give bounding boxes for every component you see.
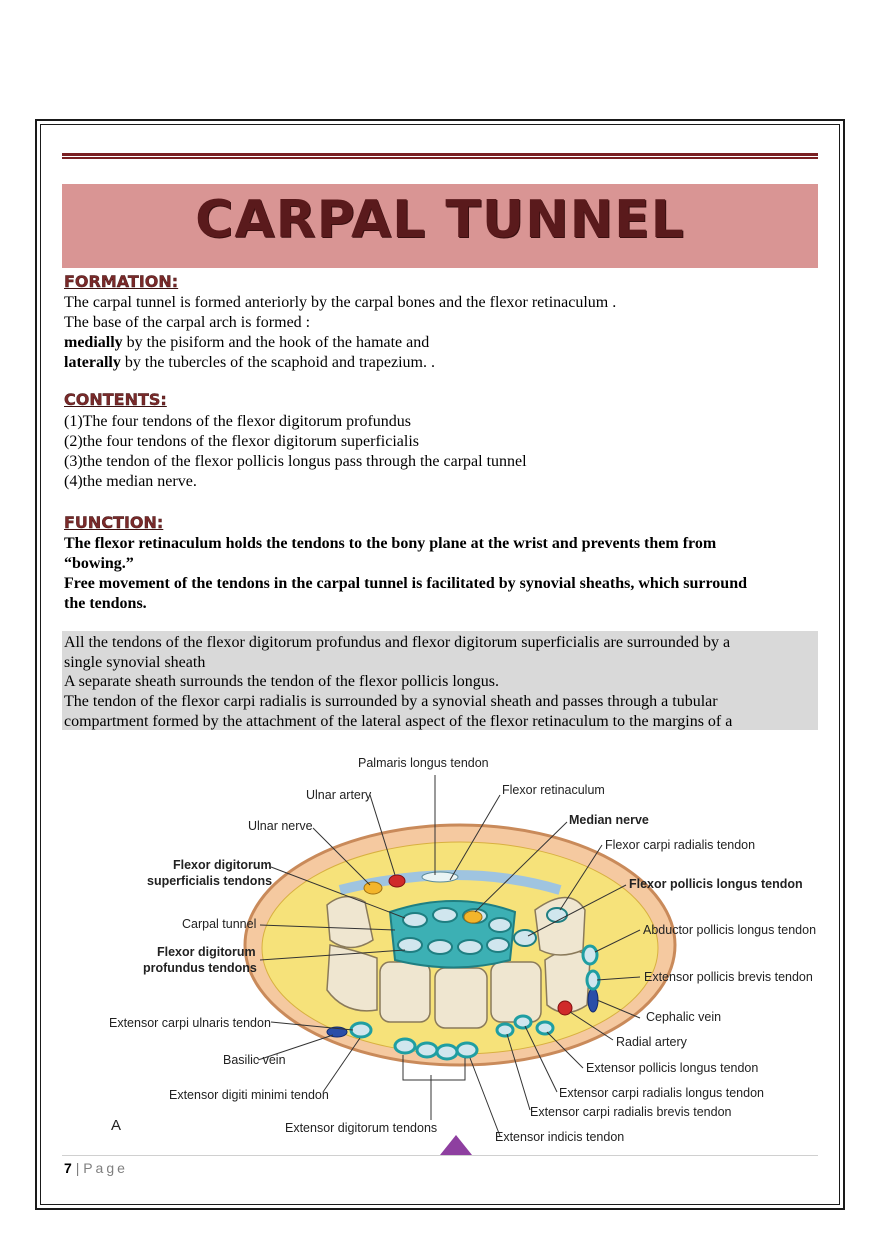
function-bold-line: Free movement of the tendons in the carp… [64, 575, 747, 592]
function-bold-line: “bowing.” [64, 555, 134, 572]
label-flexor-retinaculum: Flexor retinaculum [502, 783, 605, 797]
label-fds-1: Flexor digitorum [173, 858, 272, 872]
carpal-bone [379, 961, 431, 1023]
tendon [455, 1041, 479, 1059]
page-title: CARPAL TUNNEL [195, 190, 685, 250]
carpal-bones [326, 896, 591, 1029]
label-epb: Extensor pollicis brevis tendon [644, 970, 813, 984]
carpal-tunnel-diagram: Palmaris longus tendon Ulnar artery Flex… [109, 756, 816, 1144]
sheath-line: The tendon of the flexor carpi radialis … [64, 693, 718, 710]
sheath-line: All the tendons of the flexor digitorum … [64, 634, 731, 651]
tendon [349, 1021, 373, 1039]
medially-term: medially [64, 334, 123, 351]
label-fds-2: superficialis tendons [147, 874, 272, 888]
tendon [457, 939, 483, 955]
tendon [435, 1043, 459, 1061]
label-fcr: Flexor carpi radialis tendon [605, 838, 755, 852]
formation-line-3: medially by the pisiform and the hook of… [64, 333, 429, 353]
basilic-vein [326, 1026, 348, 1038]
tendon [488, 917, 512, 933]
formation-heading: FORMATION: [64, 272, 179, 291]
label-apl: Abductor pollicis longus tendon [643, 923, 816, 937]
title-banner [62, 184, 818, 268]
page-frame-outer [35, 119, 845, 1210]
tendon [393, 1037, 417, 1055]
median-nerve [463, 910, 483, 924]
header-rule-thick [62, 153, 818, 156]
label-carpal-tunnel: Carpal tunnel [182, 917, 256, 931]
palmaris-longus [421, 871, 459, 883]
label-epl: Extensor pollicis longus tendon [586, 1061, 758, 1075]
header-rule-thin [62, 157, 818, 159]
page-frame-inner [40, 124, 840, 1205]
carpal-bone [326, 944, 378, 1012]
carpal-bone [434, 967, 488, 1029]
carpal-bone [326, 896, 374, 949]
cephalic-vein [587, 987, 599, 1013]
tendon [535, 1020, 555, 1036]
fpl-tendon [513, 929, 537, 947]
page-footer: 7 | Page [64, 1160, 128, 1176]
sheath-line: compartment formed by the attachment of … [64, 713, 733, 730]
medially-text: by the pisiform and the hook of the hama… [122, 334, 430, 351]
contents-item: (2)the four tendons of the flexor digito… [64, 433, 420, 450]
tendon [581, 944, 599, 966]
tendon [486, 937, 510, 953]
label-cephalic: Cephalic vein [646, 1010, 721, 1024]
contents-heading: CONTENTS: [64, 390, 167, 409]
label-median-nerve: Median nerve [569, 813, 649, 827]
carpal-bone [534, 896, 586, 956]
fcr-tendon [546, 907, 568, 923]
tendon [513, 1014, 533, 1030]
page-number: 7 [64, 1160, 72, 1176]
formation-line-2: The base of the carpal arch is formed : [64, 314, 311, 331]
function-heading: FUNCTION: [64, 513, 164, 532]
tendon [432, 907, 458, 923]
function-bold-line: the tendons. [64, 595, 147, 612]
label-radial-artery: Radial artery [616, 1035, 688, 1049]
carpal-bone [490, 961, 542, 1023]
footer-page-label: Page [83, 1160, 128, 1176]
tendon [415, 1041, 439, 1059]
tendon [495, 1022, 515, 1038]
tendon [427, 939, 453, 955]
extensor-tendons [349, 944, 601, 1061]
panel-letter: A [111, 1117, 121, 1134]
radial-artery [557, 1000, 573, 1016]
footer-separator: | [75, 1160, 80, 1176]
label-fdp-2: profundus tendons [143, 961, 257, 975]
label-ulnar-nerve: Ulnar nerve [248, 819, 313, 833]
function-bold-line: The flexor retinaculum holds the tendons… [64, 535, 717, 552]
label-ecrb: Extensor carpi radialis brevis tendon [530, 1105, 732, 1119]
label-ei: Extensor indicis tendon [495, 1130, 624, 1144]
label-basilic: Basilic vein [223, 1053, 286, 1067]
sheath-line: single synovial sheath [64, 654, 206, 671]
formation-line-1: The carpal tunnel is formed anteriorly b… [64, 294, 617, 311]
ulnar-nerve [363, 881, 383, 895]
label-edm: Extensor digiti minimi tendon [169, 1088, 329, 1102]
laterally-text: by the tubercles of the scaphoid and tra… [120, 354, 435, 371]
label-ecrl: Extensor carpi radialis longus tendon [559, 1086, 764, 1100]
page-marker-triangle [440, 1135, 472, 1155]
tendon [402, 912, 428, 928]
footer-rule [62, 1155, 818, 1156]
tendon [397, 937, 423, 953]
contents-item: (1)The four tendons of the flexor digito… [64, 413, 412, 430]
label-ecu: Extensor carpi ulnaris tendon [109, 1016, 271, 1030]
sheath-line: A separate sheath surrounds the tendon o… [64, 673, 500, 690]
highlight-band [62, 631, 818, 730]
laterally-term: laterally [64, 354, 121, 371]
label-fdp-1: Flexor digitorum [157, 945, 256, 959]
label-ed: Extensor digitorum tendons [285, 1121, 437, 1135]
formation-line-4: laterally by the tubercles of the scapho… [64, 353, 435, 373]
ulnar-artery [388, 874, 406, 888]
label-palmaris-longus: Palmaris longus tendon [358, 756, 489, 770]
contents-item: (4)the median nerve. [64, 473, 197, 490]
contents-item: (3)the tendon of the flexor pollicis lon… [64, 453, 527, 470]
label-fpl: Flexor pollicis longus tendon [629, 877, 803, 891]
label-ulnar-artery: Ulnar artery [306, 788, 372, 802]
